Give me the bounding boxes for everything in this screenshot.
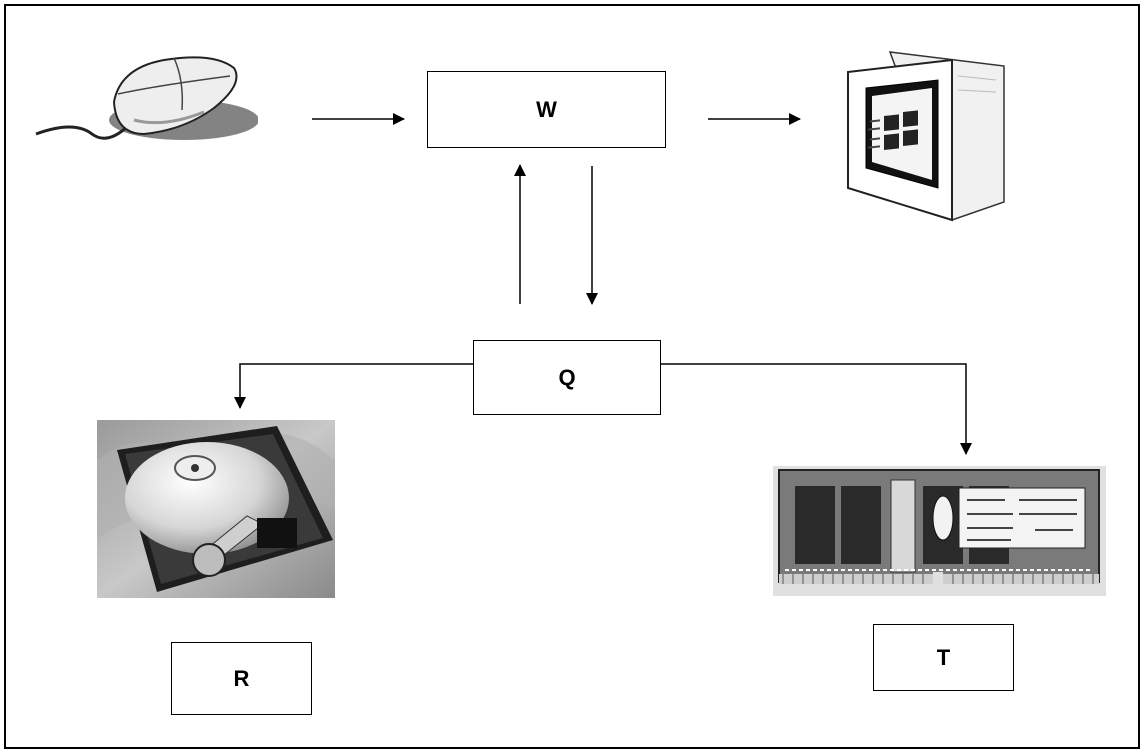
box-w: W [427, 71, 666, 148]
arrow-q-to-t [661, 363, 972, 455]
box-r-label: R [233, 665, 250, 691]
box-r: R [171, 642, 312, 715]
box-q: Q [473, 340, 661, 415]
hard-disk-icon [97, 420, 335, 598]
box-t-label: T [936, 644, 951, 670]
box-t: T [873, 624, 1014, 691]
arrow-q-to-r [234, 363, 473, 409]
mouse-icon [35, 56, 258, 140]
diagram-frame [4, 4, 1140, 749]
box-q-label: Q [558, 364, 576, 390]
box-w-label: W [536, 96, 557, 122]
monitor-icon [847, 51, 1005, 222]
ram-module-icon [773, 466, 1106, 596]
